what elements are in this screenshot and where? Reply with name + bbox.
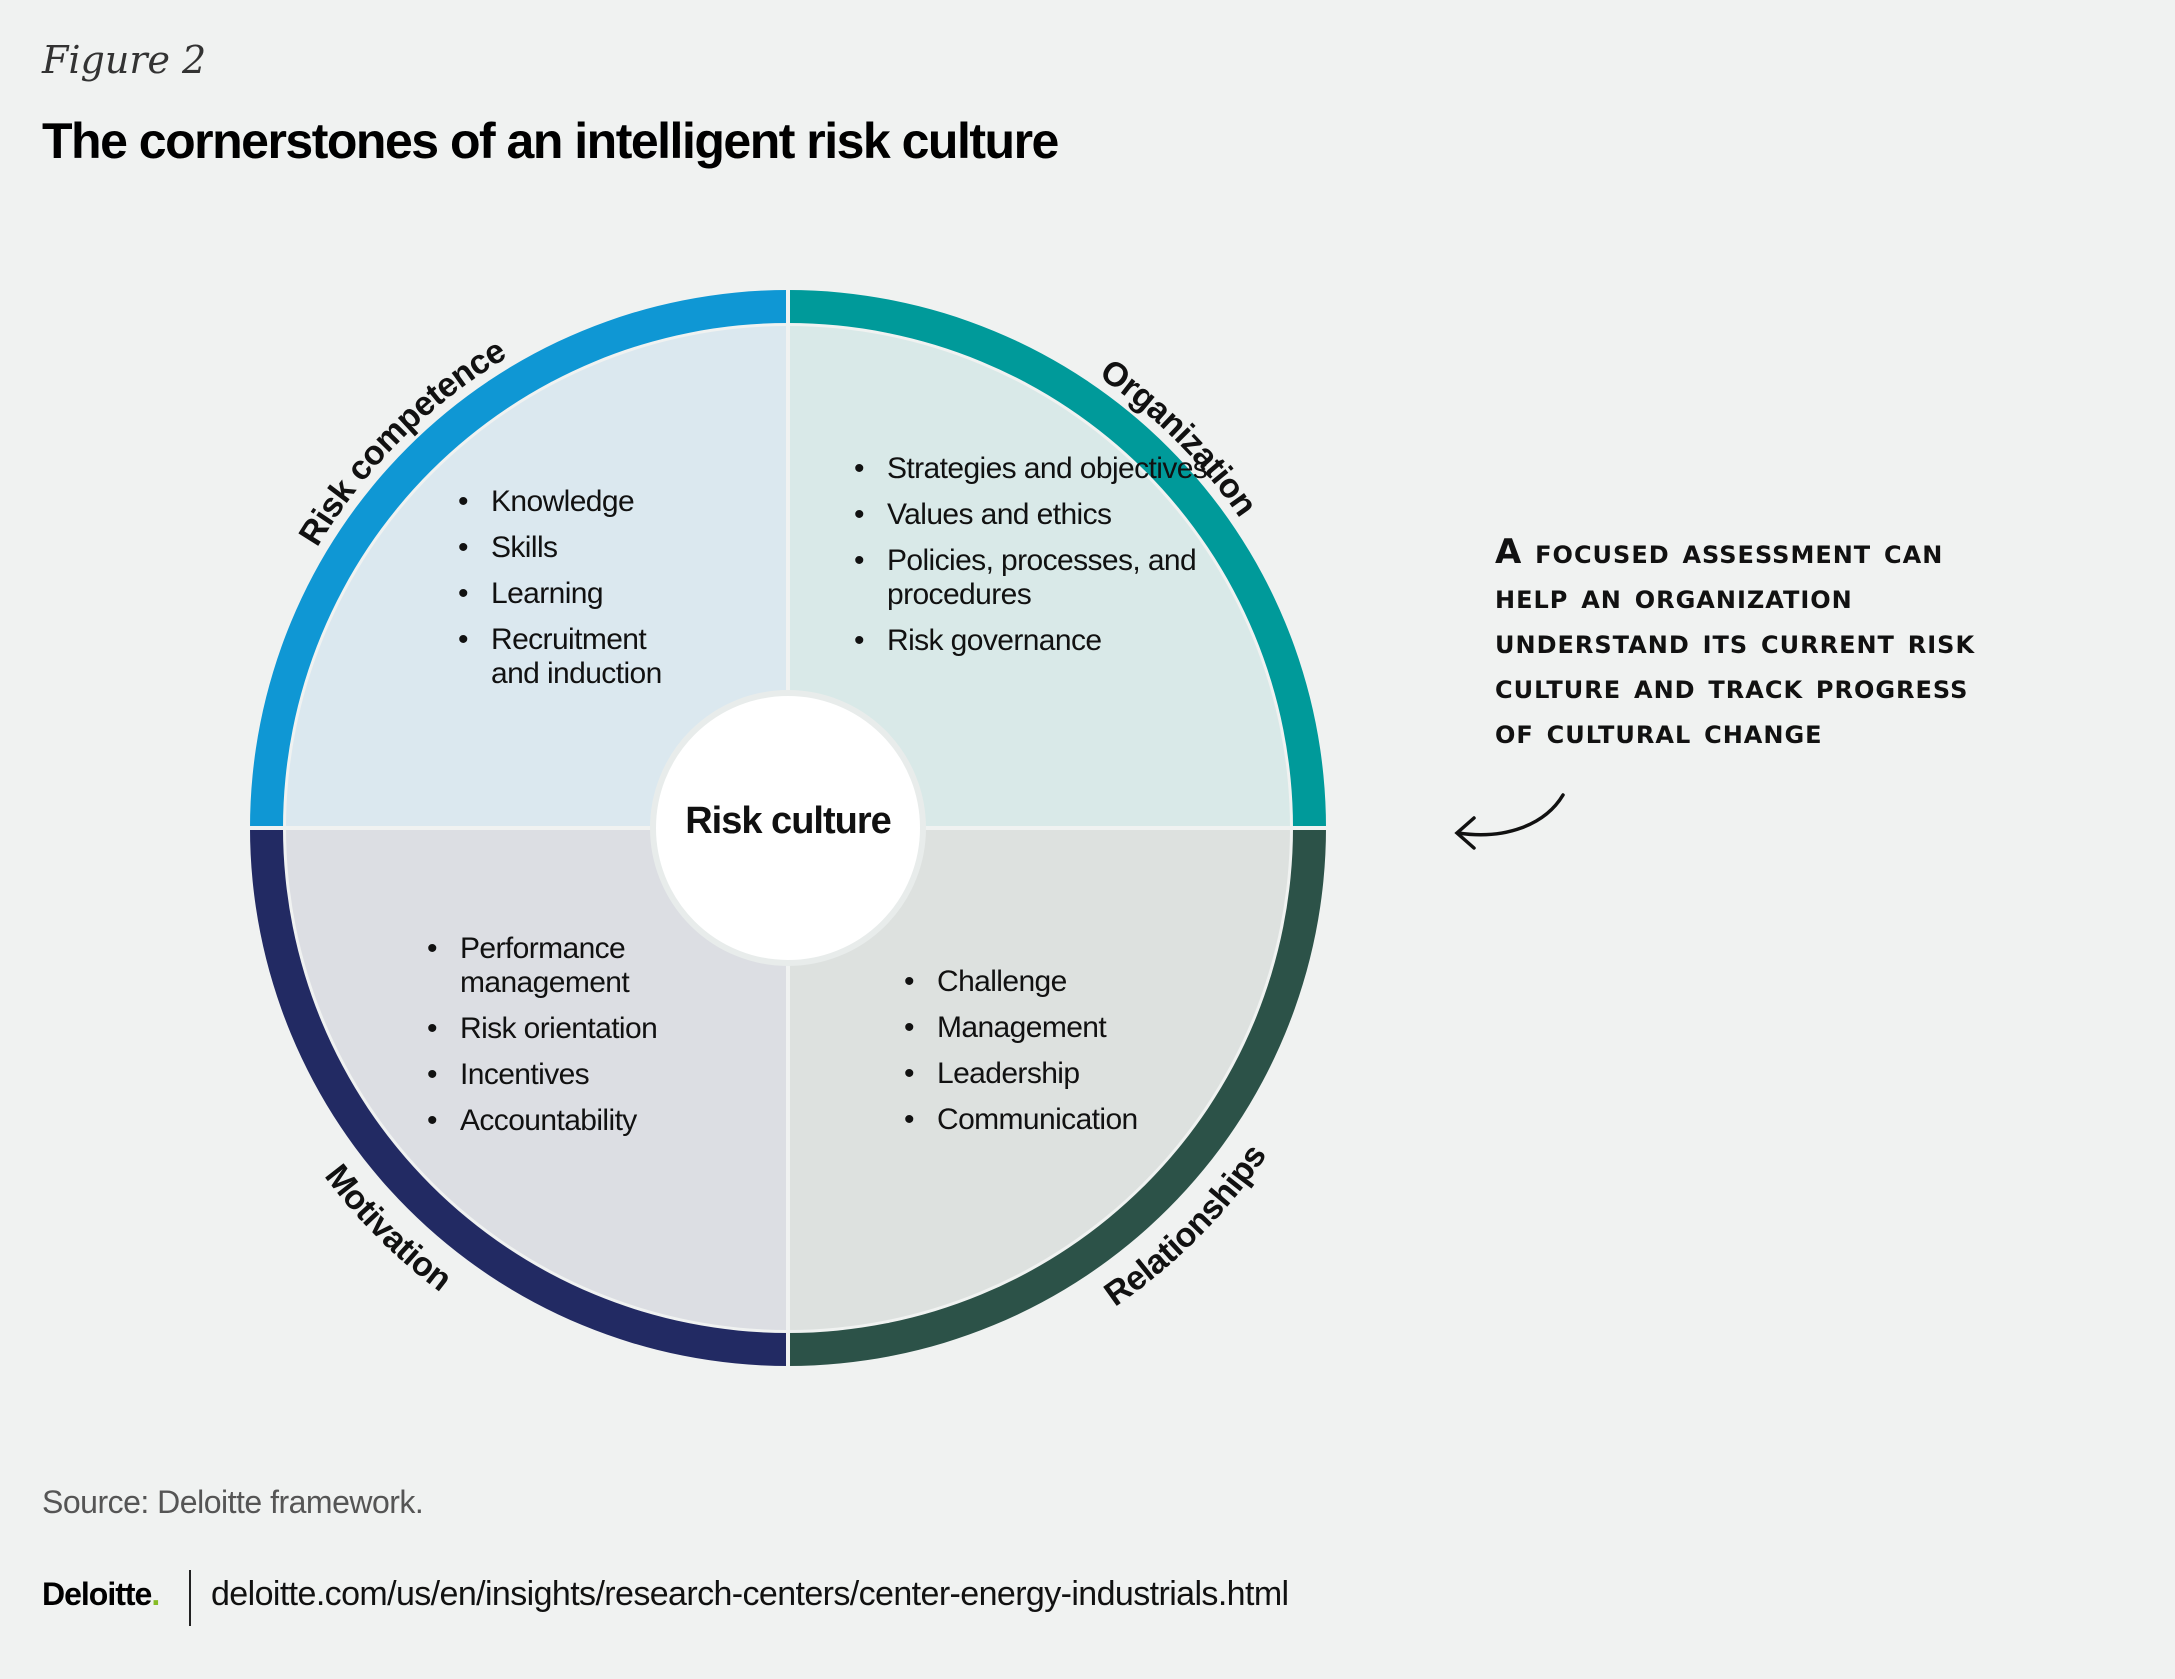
motivation-list: Performance managementRisk orientationIn… xyxy=(427,932,727,1150)
list-item: Skills xyxy=(458,531,678,565)
list-item: Leadership xyxy=(904,1057,1204,1091)
note-line: culture and track progress xyxy=(1495,667,1969,707)
list-item: Risk orientation xyxy=(427,1012,727,1046)
list-item: Management xyxy=(904,1011,1204,1045)
figure-label: Figure 2 xyxy=(42,38,207,82)
source-note: Source: Deloitte framework. xyxy=(42,1484,424,1520)
ring-risk-competence xyxy=(250,290,788,828)
center-circle xyxy=(650,690,926,966)
list-item: Performance management xyxy=(427,932,727,1000)
note-line: A focused assessment can xyxy=(1495,532,1944,572)
list-item: Policies, processes, and procedures xyxy=(854,544,1234,612)
logo-dot: . xyxy=(151,1576,160,1612)
list-item: Accountability xyxy=(427,1104,727,1138)
list-item: Communication xyxy=(904,1103,1204,1137)
logo-text: Deloitte xyxy=(42,1576,152,1612)
list-item: Recruitment and induction xyxy=(458,623,678,691)
note-line: of cultural change xyxy=(1495,712,1823,752)
list-item: Strategies and objectives xyxy=(854,452,1234,486)
list-item: Values and ethics xyxy=(854,498,1234,532)
note-line: help an organization xyxy=(1495,577,1853,617)
ring-relationships xyxy=(788,828,1326,1366)
center-label: Risk culture xyxy=(685,800,892,842)
ring-motivation xyxy=(250,828,788,1366)
list-item: Knowledge xyxy=(458,485,678,519)
relationships-list: ChallengeManagementLeadershipCommunicati… xyxy=(904,965,1204,1149)
annotation-note: A focused assessment can help an organiz… xyxy=(1495,530,1975,755)
arrow-icon xyxy=(1454,793,1565,850)
organization-list: Strategies and objectivesValues and ethi… xyxy=(854,452,1234,670)
list-item: Learning xyxy=(458,577,678,611)
footer-url-link[interactable]: deloitte.com/us/en/insights/research-cen… xyxy=(211,1575,1289,1613)
list-item: Incentives xyxy=(427,1058,727,1092)
risk-competence-list: KnowledgeSkillsLearningRecruitment and i… xyxy=(458,485,678,703)
list-item: Risk governance xyxy=(854,624,1234,658)
figure-title: The cornerstones of an intelligent risk … xyxy=(42,113,1059,169)
deloitte-logo: Deloitte. xyxy=(42,1576,160,1613)
list-item: Challenge xyxy=(904,965,1204,999)
note-line: understand its current risk xyxy=(1495,622,1976,662)
footer-divider xyxy=(189,1570,191,1626)
